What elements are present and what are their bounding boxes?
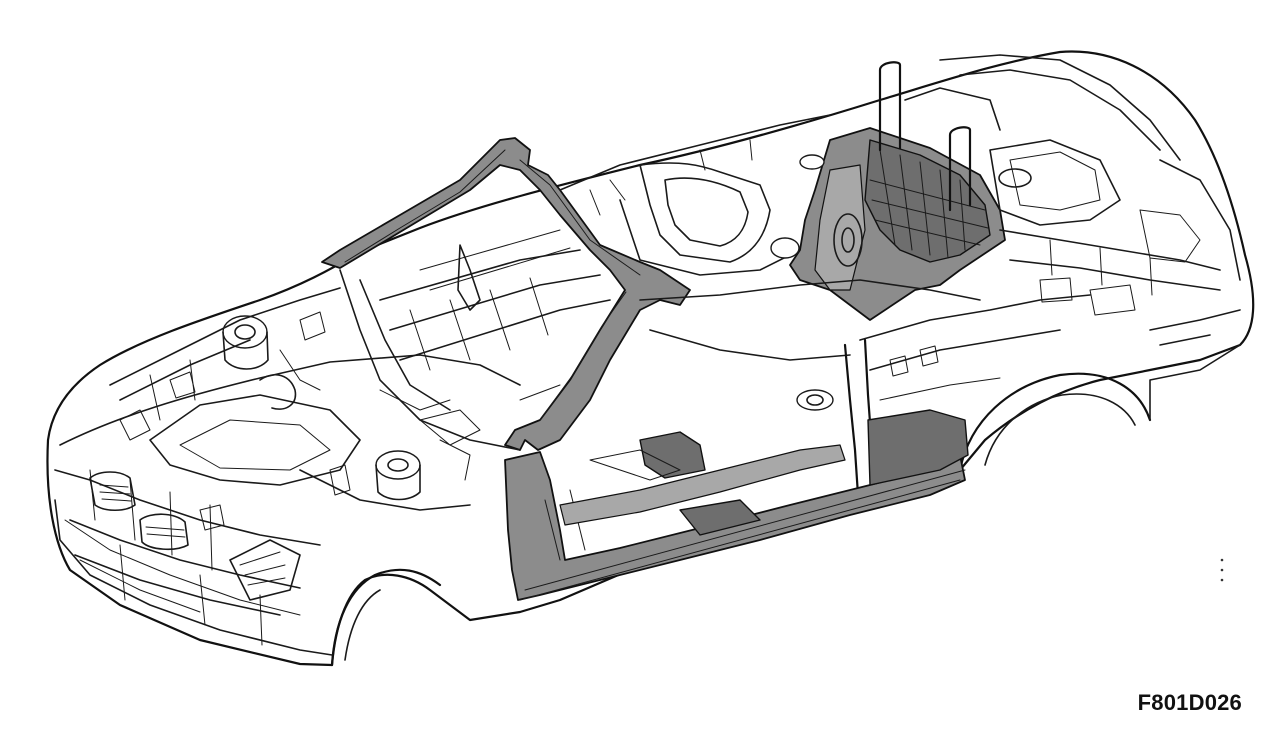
windshield-frame-highlight <box>321 137 691 451</box>
bumper-structure <box>54 499 333 656</box>
body-outline <box>46 50 1255 667</box>
front-structure <box>54 287 521 667</box>
rear-structure <box>939 54 1241 472</box>
margin-dots <box>1220 558 1224 582</box>
sill-and-a-pillar-highlight <box>504 409 969 601</box>
cowl-and-dash <box>339 229 611 451</box>
side-structure <box>639 279 1091 497</box>
figure-code-label: F801D026 <box>1137 690 1242 715</box>
cabin-rear-structure <box>559 61 1006 321</box>
